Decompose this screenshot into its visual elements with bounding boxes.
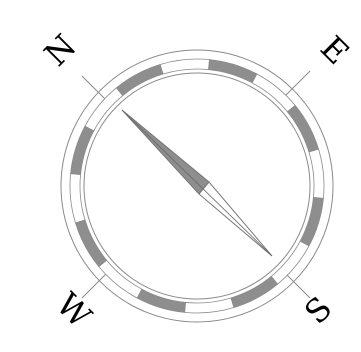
bezel-segment [160,59,209,74]
compass-needle [122,110,272,256]
north-label: N [37,27,84,74]
bezel-segment [287,105,318,152]
bezel-segment [231,276,278,307]
west-label: W [49,285,99,335]
south-label: S [297,289,339,331]
bezel-segment [99,260,142,298]
bezel-segment [208,60,256,83]
bezel-segment [85,88,123,131]
east-axis-line [282,71,310,99]
bezel-segment [71,126,94,174]
bezel-segment [137,289,185,312]
bezel-segment [185,298,234,313]
bezel-segment [70,174,85,223]
bezel-segment [75,220,106,267]
needle-spine [122,110,272,256]
bezel-segment [116,64,163,95]
bezel-segment [300,197,323,245]
bezel-segment [309,149,324,198]
east-label: E [313,29,356,72]
